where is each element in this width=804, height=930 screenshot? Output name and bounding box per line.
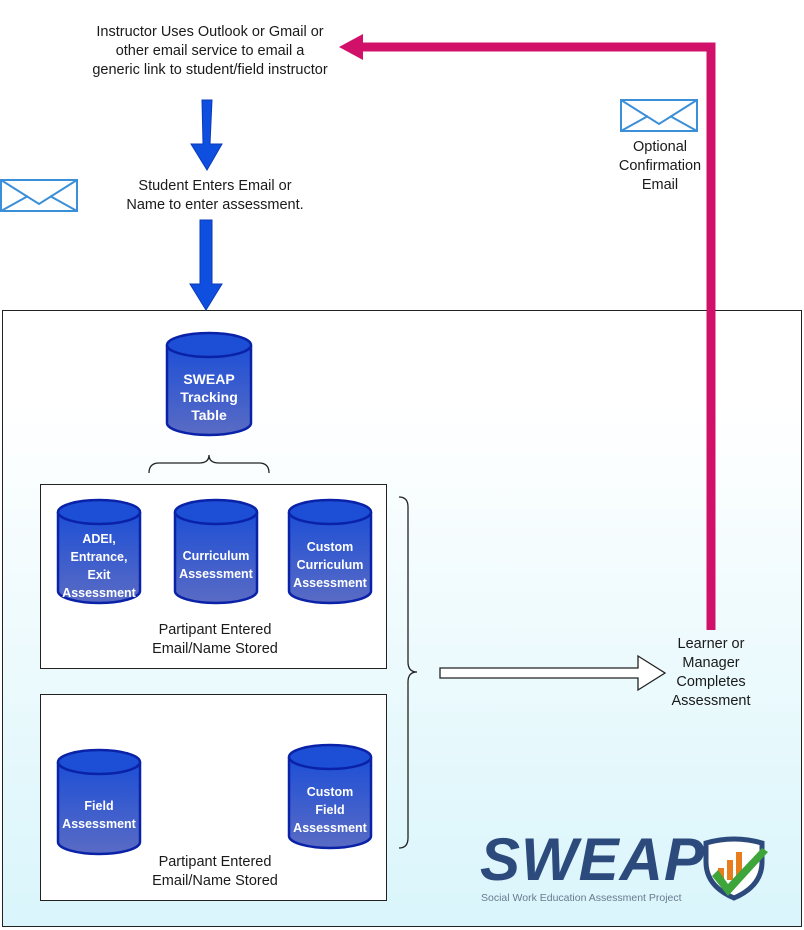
to-learner-arrow [439, 654, 667, 692]
student-enters-text: Student Enters Email or Name to enter as… [126, 178, 304, 213]
learner-completes-text: Learner or Manager Completes Assessment [671, 636, 751, 709]
tracking-table-label: SWEAP Tracking Table [180, 371, 238, 423]
curriculum-cylinder [173, 498, 259, 605]
group1-caption: Partipant Entered Email/Name Stored [152, 622, 278, 657]
custom-curriculum-cylinder [287, 498, 373, 605]
down-arrow-2 [189, 219, 223, 311]
vertical-brace [398, 496, 418, 849]
optional-confirmation-text: Optional Confirmation Email [618, 139, 702, 193]
field-label: Field Assessment [62, 799, 136, 831]
adei-cylinder [56, 498, 142, 605]
custom-field-cylinder [287, 743, 373, 850]
down-arrow-1 [190, 99, 223, 171]
tracking-table-cylinder [165, 331, 253, 437]
instructor-email-text: Instructor Uses Outlook or Gmail or othe… [92, 24, 328, 78]
field-cylinder [56, 748, 142, 856]
sweap-logo-wordmark: SWEAP [480, 826, 706, 893]
group2-caption: Partipant Entered Email/Name Stored [152, 854, 278, 889]
curriculum-label: Curriculum Assessment [179, 549, 253, 581]
confirmation-return-arrow [339, 34, 716, 630]
custom-curriculum-label: Custom Curriculum Assessment [293, 540, 367, 590]
confirmation-envelope-icon [620, 99, 698, 132]
sweap-shield-icon [703, 836, 768, 901]
custom-field-label: Custom Field Assessment [293, 785, 367, 835]
horizontal-brace [148, 454, 270, 474]
envelope-icon [0, 179, 78, 212]
adei-label: ADEI, Entrance, Exit Assessment [62, 532, 136, 600]
sweap-logo-subtitle: Social Work Education Assessment Project [481, 892, 682, 904]
